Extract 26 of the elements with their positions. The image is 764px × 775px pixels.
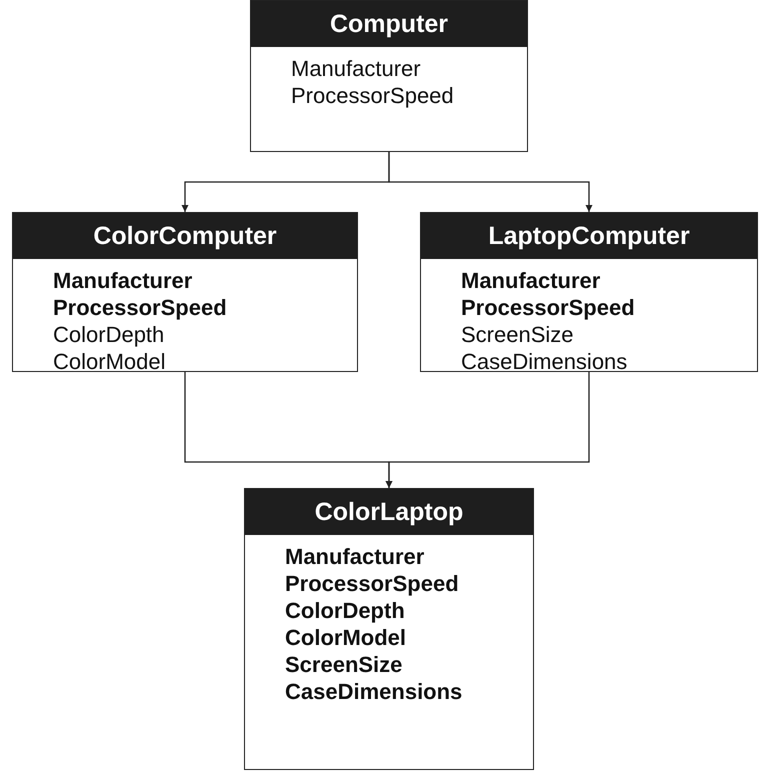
attribute-text: CaseDimensions [285,678,462,705]
attribute-text: ProcessorSpeed [291,82,454,109]
attribute-text: ColorModel [53,348,166,375]
inheritance-arrow [388,152,592,212]
attribute-text: ColorDepth [53,321,164,348]
class-box [244,488,534,770]
attribute-text: ProcessorSpeed [53,294,227,321]
attribute-text: Manufacturer [285,543,424,570]
attribute-text: CaseDimensions [461,348,628,375]
attribute-text: ProcessorSpeed [461,294,635,321]
class-name-header: LaptopComputer [421,213,757,259]
attribute-text: Manufacturer [53,267,192,294]
class-box [420,212,758,372]
attribute-text: ProcessorSpeed [285,570,459,597]
class-box [12,212,358,372]
class-name-header: Computer [251,1,527,47]
attribute-text: ScreenSize [285,651,402,678]
class-box [250,0,528,152]
attribute-text: Manufacturer [461,267,600,294]
attribute-text: ColorDepth [285,597,405,624]
class-name-header: ColorComputer [13,213,357,259]
attribute-text: Manufacturer [291,55,421,82]
inheritance-arrow [386,372,590,488]
attribute-text: ColorModel [285,624,406,651]
attribute-text: ScreenSize [461,321,574,348]
class-name-header: ColorLaptop [245,489,533,535]
